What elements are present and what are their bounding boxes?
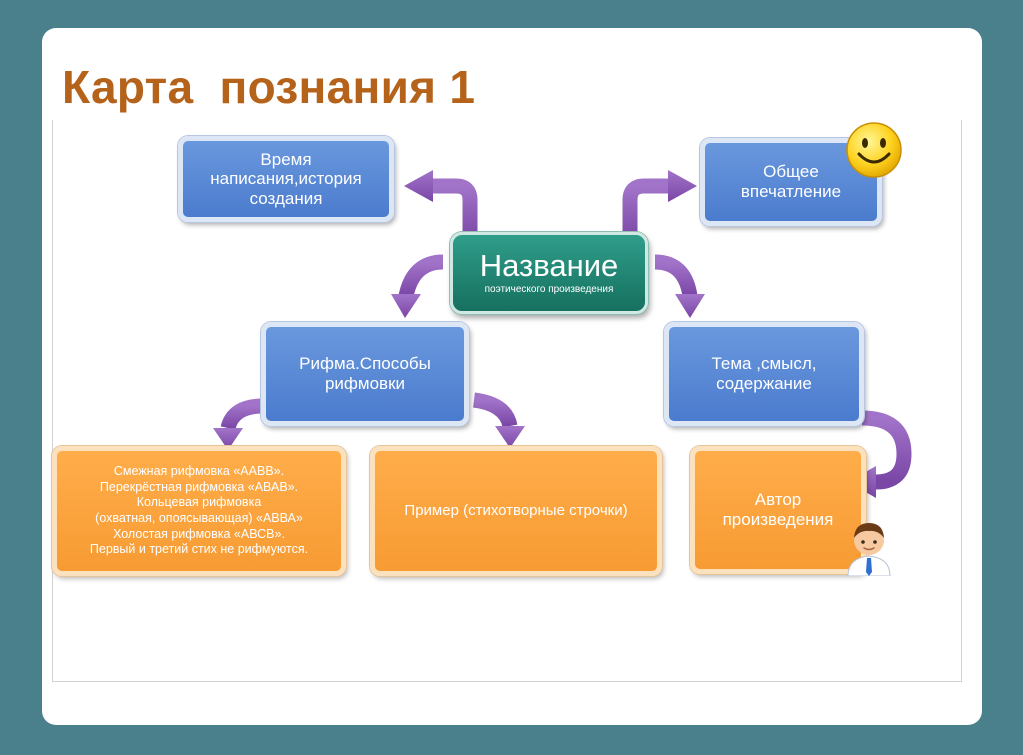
node-impression: Общее впечатление bbox=[700, 138, 882, 226]
person-icon bbox=[847, 523, 891, 576]
rhyme-type-line: (охватная, опоясывающая) «АВВА» bbox=[95, 511, 303, 525]
rhyme-type-line: Перекрёстная рифмовка «АВАВ». bbox=[99, 479, 299, 494]
node-impression-label: Общее впечатление bbox=[740, 162, 842, 201]
slide-title: Карта познания 1 bbox=[62, 61, 476, 113]
rhyme-type-line: Холостая рифмовка «АВСВ». bbox=[113, 526, 285, 541]
node-time-label: Время написания,история создания bbox=[210, 149, 362, 208]
diagram-frame bbox=[52, 120, 962, 682]
node-example-label: Пример (стихотворные строчки) bbox=[404, 502, 628, 520]
rhyme-type-line: Смежная рифмовка «ААВВ». bbox=[113, 464, 285, 479]
node-rhyme-types: Смежная рифмовка «ААВВ». Перекрёстная ри… bbox=[52, 446, 346, 576]
rhyme-type-line: Первый и третий стих не рифмуются. bbox=[89, 542, 309, 557]
node-center: Название поэтического произведения bbox=[450, 232, 648, 314]
node-example: Пример (стихотворные строчки) bbox=[370, 446, 662, 576]
node-author: Автор произведения bbox=[690, 446, 866, 574]
smiley-icon bbox=[846, 122, 902, 178]
center-title: Название bbox=[479, 248, 619, 284]
node-time: Время написания,история создания bbox=[178, 136, 394, 222]
center-subtitle: поэтического произведения bbox=[484, 284, 614, 296]
node-theme: Тема ,смысл, содержание bbox=[664, 322, 864, 426]
node-author-label: Автор произведения bbox=[722, 490, 834, 529]
node-rhyme-label: Рифма.Способы рифмовки bbox=[299, 354, 431, 393]
rhyme-type-line: Кольцевая рифмовка bbox=[136, 495, 262, 510]
node-theme-label: Тема ,смысл, содержание bbox=[711, 354, 817, 393]
node-rhyme: Рифма.Способы рифмовки bbox=[261, 322, 469, 426]
